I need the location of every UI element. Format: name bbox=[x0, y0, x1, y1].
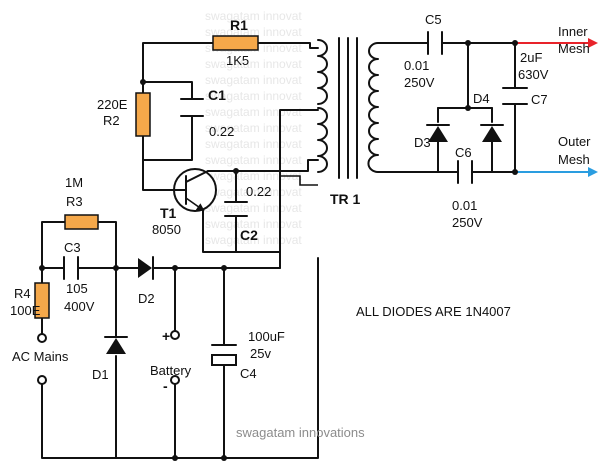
c4-ref-label: C4 bbox=[240, 366, 257, 381]
resistor-r2 bbox=[135, 92, 151, 137]
background-watermark: swagatam innovat swagatam innovat swagat… bbox=[205, 9, 302, 247]
battery-minus-label: - bbox=[163, 378, 168, 394]
svg-text:swagatam innovat: swagatam innovat bbox=[205, 169, 302, 183]
r3-value-label: 1M bbox=[65, 175, 83, 190]
svg-text:swagatam innovat: swagatam innovat bbox=[205, 185, 302, 199]
c2-ref-label: C2 bbox=[240, 227, 258, 243]
svg-text:swagatam innovat: swagatam innovat bbox=[205, 89, 302, 103]
c7-voltage-label: 630V bbox=[518, 67, 549, 82]
capacitor-c7 bbox=[502, 87, 528, 105]
diode-d2 bbox=[138, 256, 154, 280]
r1-value-label: 1K5 bbox=[226, 53, 249, 68]
svg-text:swagatam innovat: swagatam innovat bbox=[205, 233, 302, 247]
r4-ref-label: R4 bbox=[14, 286, 31, 301]
svg-text:swagatam innovat: swagatam innovat bbox=[205, 121, 302, 135]
diode-d1 bbox=[104, 336, 128, 354]
r1-ref-label: R1 bbox=[230, 17, 248, 33]
r2-ref-label: R2 bbox=[103, 113, 120, 128]
d3-ref-label: D3 bbox=[414, 135, 431, 150]
resistor-r1 bbox=[212, 35, 259, 51]
battery-label: Battery bbox=[150, 363, 192, 378]
c3-voltage-label: 400V bbox=[64, 299, 95, 314]
resistor-r3 bbox=[64, 214, 99, 230]
svg-text:swagatam innovat: swagatam innovat bbox=[205, 153, 302, 167]
ac-mains-terminal-bottom bbox=[37, 375, 47, 385]
svg-text:swagatam innovat: swagatam innovat bbox=[205, 57, 302, 71]
inner-mesh-label-line1: Inner bbox=[558, 24, 588, 39]
diode-note: ALL DIODES ARE 1N4007 bbox=[356, 304, 511, 319]
svg-text:swagatam innovat: swagatam innovat bbox=[205, 137, 302, 151]
d4-ref-label: D4 bbox=[473, 91, 490, 106]
battery-plus-label: + bbox=[162, 328, 170, 344]
capacitor-c4 bbox=[211, 344, 237, 366]
r4-value-label: 100E bbox=[10, 303, 41, 318]
tr1-ref-label: TR 1 bbox=[330, 191, 361, 207]
c7-value-label: 2uF bbox=[520, 50, 542, 65]
capacitor-c6 bbox=[457, 160, 473, 184]
svg-text:swagatam innovat: swagatam innovat bbox=[205, 9, 302, 23]
d2-ref-label: D2 bbox=[138, 291, 155, 306]
ac-mains-label: AC Mains bbox=[12, 349, 69, 364]
c4-voltage-label: 25v bbox=[250, 346, 271, 361]
svg-text:swagatam innovat: swagatam innovat bbox=[205, 73, 302, 87]
c1-value-label: 0.22 bbox=[209, 124, 234, 139]
capacitor-c3 bbox=[63, 256, 79, 280]
svg-text:swagatam innovat: swagatam innovat bbox=[205, 105, 302, 119]
svg-text:swagatam innovat: swagatam innovat bbox=[205, 217, 302, 231]
diode-d4 bbox=[480, 124, 504, 142]
battery-terminal-plus bbox=[170, 330, 180, 340]
capacitor-c5 bbox=[427, 31, 443, 55]
ac-mains-terminal-top bbox=[37, 333, 47, 343]
resistor-r4 bbox=[34, 282, 50, 319]
c3-value-label: 105 bbox=[66, 281, 88, 296]
battery-terminal-minus bbox=[170, 375, 180, 385]
transformer-tr1 bbox=[317, 37, 379, 179]
c4-value-label: 100uF bbox=[248, 329, 285, 344]
c6-ref-label: C6 bbox=[455, 145, 472, 160]
svg-text:swagatam innovat: swagatam innovat bbox=[205, 201, 302, 215]
t1-value-label: 8050 bbox=[152, 222, 181, 237]
c3-ref-label: C3 bbox=[64, 240, 81, 255]
r3-ref-label: R3 bbox=[66, 194, 83, 209]
inner-mesh-label-line2: Mesh bbox=[558, 41, 590, 56]
c7-ref-label: C7 bbox=[531, 92, 548, 107]
capacitor-c1 bbox=[180, 98, 204, 117]
c1-ref-label: C1 bbox=[208, 87, 226, 103]
c6-value-label: 0.01 bbox=[452, 198, 477, 213]
c5-voltage-label: 250V bbox=[404, 75, 435, 90]
outer-mesh-label-line1: Outer bbox=[558, 134, 591, 149]
c5-value-label: 0.01 bbox=[404, 58, 429, 73]
r2-value-label: 220E bbox=[97, 97, 128, 112]
c6-voltage-label: 250V bbox=[452, 215, 483, 230]
capacitor-c2 bbox=[224, 201, 248, 217]
junction-dots bbox=[39, 40, 518, 461]
c5-ref-label: C5 bbox=[425, 12, 442, 27]
diode-d3 bbox=[426, 124, 450, 142]
t1-ref-label: T1 bbox=[160, 205, 177, 221]
c2-value-label: 0.22 bbox=[246, 184, 271, 199]
watermark-text: swagatam innovations bbox=[236, 425, 365, 440]
transistor-t1 bbox=[173, 168, 217, 212]
outer-mesh-label-line2: Mesh bbox=[558, 152, 590, 167]
d1-ref-label: D1 bbox=[92, 367, 109, 382]
